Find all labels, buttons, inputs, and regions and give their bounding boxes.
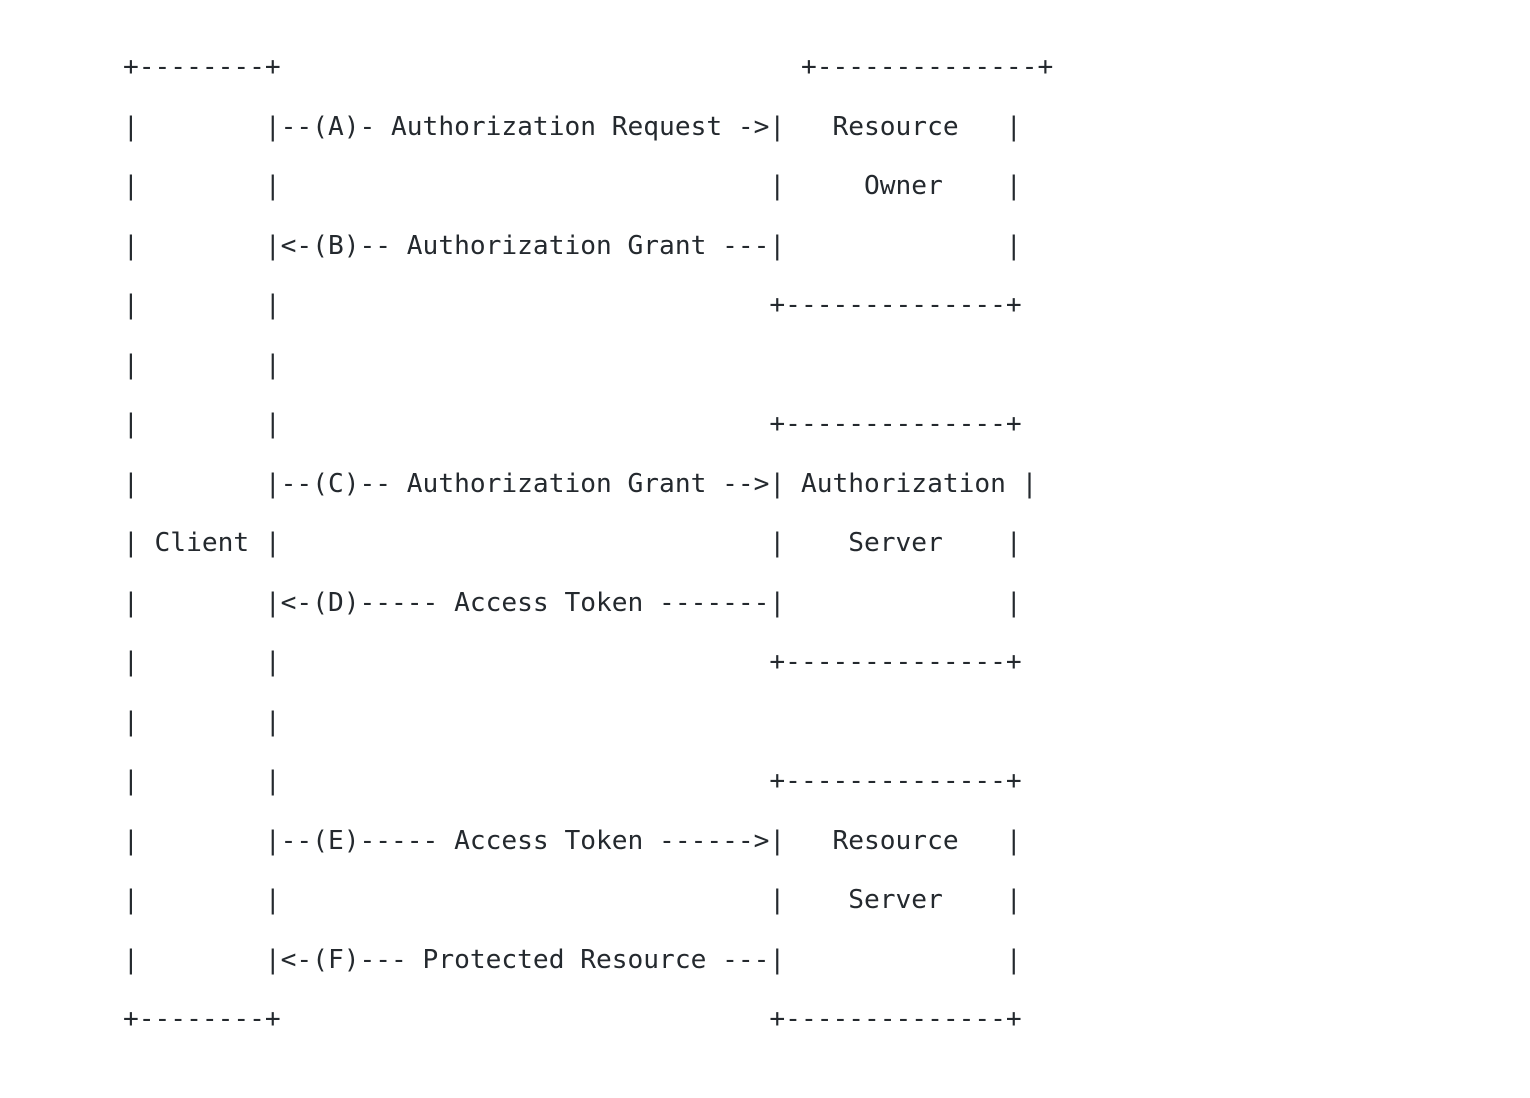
diagram-line-5: | | [123,349,281,380]
diagram-line-9: | |<-(D)----- Access Token -------| | [123,587,1022,618]
diagram-line-3: | |<-(B)-- Authorization Grant ---| | [123,230,1022,261]
oauth2-abstract-protocol-flow-diagram: +--------+ +--------------+ | |--(A)- Aut… [123,38,1053,1050]
diagram-line-6: | | +--------------+ [123,409,1022,439]
diagram-line-0: +--------+ +--------------+ [123,52,1054,82]
diagram-line-11: | | [123,706,281,737]
diagram-line-1: | |--(A)- Authorization Request ->| Reso… [123,111,1022,142]
diagram-line-15: | |<-(F)--- Protected Resource ---| | [123,944,1022,975]
diagram-line-2: | | | Owner | [123,171,1022,201]
diagram-line-4: | | +--------------+ [123,290,1022,320]
diagram-line-12: | | +--------------+ [123,766,1022,796]
diagram-line-8: | Client | | Server | [123,528,1022,558]
diagram-line-10: | | +--------------+ [123,647,1022,677]
diagram-line-16: +--------+ +--------------+ [123,1004,1022,1034]
diagram-line-14: | | | Server | [123,885,1022,915]
diagram-line-7: | |--(C)-- Authorization Grant -->| Auth… [123,468,1038,499]
diagram-line-13: | |--(E)----- Access Token ------>| Reso… [123,825,1022,856]
